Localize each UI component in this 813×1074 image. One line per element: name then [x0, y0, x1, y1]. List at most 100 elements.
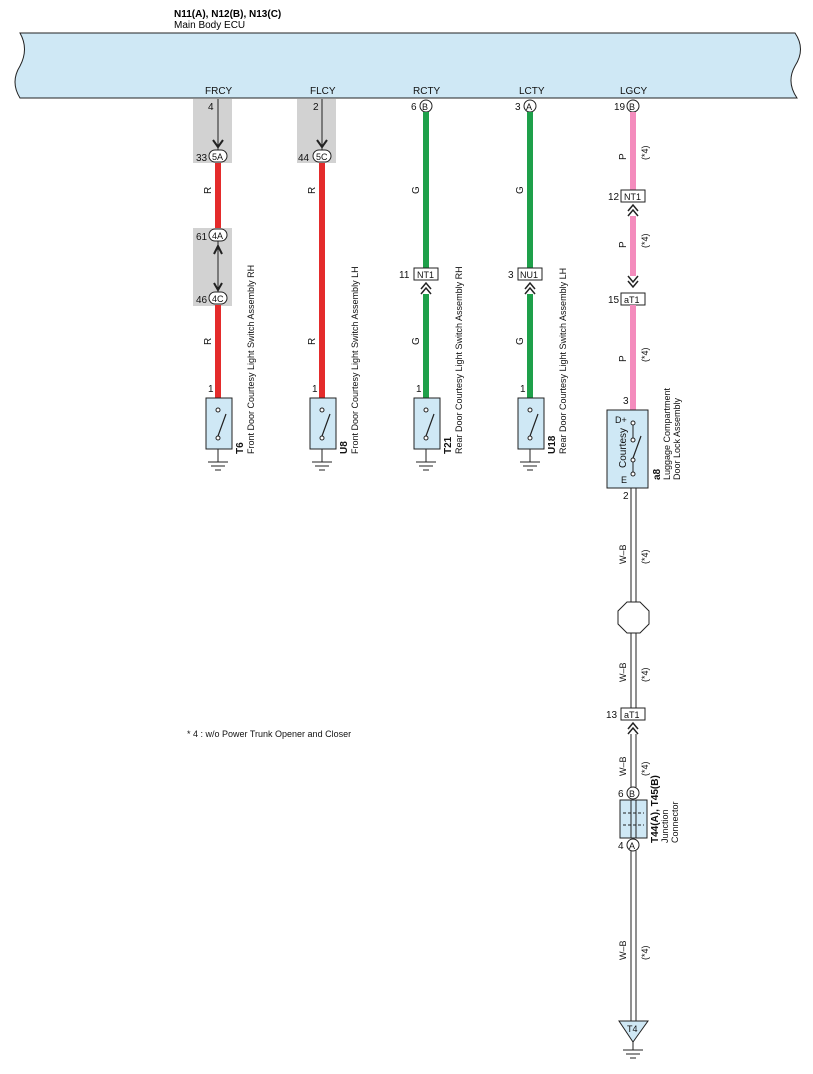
switch-u8: [309, 397, 337, 450]
terminal-rcty: RCTY: [413, 86, 441, 97]
ecu-name: Main Body ECU: [174, 20, 246, 31]
ecu-pin: 4: [208, 102, 214, 113]
component-pin: 3: [623, 396, 629, 407]
component-name: Front Door Courtesy Light Switch Assembl…: [350, 266, 360, 454]
jc-bottom-connector: A: [629, 841, 635, 851]
variant-note: (*4): [640, 145, 650, 160]
connector-pin: 13: [606, 710, 618, 721]
footnote: * 4 : w/o Power Trunk Opener and Closer: [187, 729, 352, 739]
wire-color: W–B: [618, 544, 628, 564]
connector-pin: 33: [196, 153, 208, 164]
wire-color: R: [203, 187, 214, 194]
ecu-connector: B: [422, 102, 428, 112]
variant-note: (*4): [640, 347, 650, 362]
connector-nt1: NT1: [624, 192, 641, 202]
ecu-title: N11(A), N12(B), N13(C) Main Body ECU: [174, 9, 281, 31]
wire-color: R: [307, 187, 318, 194]
wire-color: W–B: [618, 940, 628, 960]
terminal-lcty: LCTY: [519, 86, 545, 97]
wire-color: G: [515, 186, 526, 194]
luggage-door-lock-assembly: [606, 409, 649, 489]
ground-icon: [623, 1049, 643, 1059]
connector-pin: 11: [399, 270, 410, 281]
ecu-connector: B: [629, 102, 635, 112]
wire-color: P: [618, 355, 629, 362]
connector-pin: 61: [196, 232, 208, 243]
component-pin: 1: [208, 384, 214, 395]
ground-icon: [312, 461, 332, 471]
component-name: Door Lock Assembly: [672, 397, 682, 480]
jc-top-connector: B: [629, 789, 635, 799]
variant-note: (*4): [640, 233, 650, 248]
connector-pin: 44: [298, 153, 310, 164]
jc-name: Junction: [660, 809, 670, 843]
connector-pin: 12: [608, 192, 620, 203]
jc-bottom-pin: 4: [618, 841, 624, 852]
wire-color: G: [411, 337, 422, 345]
jc-name: Connector: [670, 801, 680, 843]
wire-color: G: [411, 186, 422, 194]
ecu-pin: 2: [313, 102, 319, 113]
component-out-pin: 2: [623, 491, 629, 502]
ecu-pin: 19: [614, 102, 626, 113]
terminal-d: D+: [615, 415, 627, 425]
variant-note: (*4): [640, 761, 650, 776]
ecu-pin: 3: [515, 102, 521, 113]
ground-icon: [416, 461, 436, 471]
switch-t6: [205, 397, 233, 450]
ground-id: T4: [627, 1024, 638, 1034]
connector-pin: 15: [608, 295, 620, 306]
variant-note: (*4): [640, 667, 650, 682]
courtesy-label: Courtesy: [618, 428, 629, 468]
variant-note: (*4): [640, 945, 650, 960]
component-id: U18: [547, 435, 558, 454]
wire-color: P: [618, 241, 629, 248]
component-pin: 1: [520, 384, 526, 395]
switch-t21: [413, 397, 441, 450]
variant-note: (*4): [640, 549, 650, 564]
wire-color: P: [618, 153, 629, 160]
connector-nt1: NT1: [417, 270, 434, 280]
component-name: Rear Door Courtesy Light Switch Assembly…: [454, 266, 464, 454]
connector-4c: 4C: [212, 294, 224, 304]
component-name: Luggage Compartment: [662, 387, 672, 480]
connector-pin: 3: [508, 270, 514, 281]
ground-icon: [208, 461, 228, 471]
switch-u18: [517, 397, 545, 450]
component-name: Rear Door Courtesy Light Switch Assembly…: [558, 268, 568, 454]
splice-point: [617, 601, 650, 634]
ground-point: [618, 1020, 649, 1043]
ecu-codes: N11(A), N12(B), N13(C): [174, 9, 282, 20]
connector-pin: 46: [196, 295, 208, 306]
terminal-flcy: FLCY: [310, 86, 336, 97]
connector-5a: 5A: [212, 152, 223, 162]
connector-nu1: NU1: [520, 270, 538, 280]
ecu-pin: 6: [411, 102, 417, 113]
jc-id: T44(A), T45(B): [650, 775, 661, 843]
component-id: T21: [443, 436, 454, 454]
wire-color: R: [203, 338, 214, 345]
component-pin: 1: [416, 384, 422, 395]
terminal-e: E: [621, 475, 627, 485]
junction-connector: [619, 799, 648, 839]
terminal-lgcy: LGCY: [620, 86, 648, 97]
terminal-frcy: FRCY: [205, 86, 233, 97]
connector-at1: aT1: [624, 295, 640, 305]
component-pin: 1: [312, 384, 318, 395]
wire-color: R: [307, 338, 318, 345]
component-id: T6: [235, 442, 246, 454]
jc-top-pin: 6: [618, 789, 624, 800]
wire-color: W–B: [618, 756, 628, 776]
connector-4a: 4A: [212, 231, 223, 241]
connector-at1: aT1: [624, 710, 640, 720]
ecu-connector: A: [526, 102, 532, 112]
connector-5c: 5C: [316, 152, 328, 162]
ground-icon: [520, 461, 540, 471]
wire-color: W–B: [618, 662, 628, 682]
ecu-box: [14, 32, 801, 99]
component-id: U8: [339, 441, 350, 454]
component-name: Front Door Courtesy Light Switch Assembl…: [246, 265, 256, 454]
wire-color: G: [515, 337, 526, 345]
component-id: a8: [652, 468, 663, 480]
